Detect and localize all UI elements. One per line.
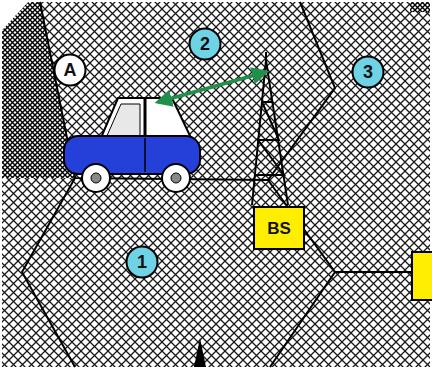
corner <box>2 2 28 30</box>
tower-tip <box>194 338 206 367</box>
car <box>64 98 200 192</box>
vehicle-label: A <box>53 53 87 87</box>
callout-circle-outline <box>127 247 158 278</box>
callout-number: A <box>64 61 77 79</box>
base-station-box: BS <box>253 206 305 250</box>
box-label: BS <box>267 220 291 237</box>
callout-circle-outline <box>353 57 384 88</box>
cell-number: 3 <box>351 55 385 89</box>
callout-circle-outline <box>55 55 86 86</box>
box-rect <box>254 207 304 249</box>
callout-number: 3 <box>363 63 373 81</box>
cell-borders <box>22 2 432 367</box>
callout-circle-outline <box>190 29 221 60</box>
dark-edge <box>410 2 430 12</box>
other-base-station <box>412 252 432 300</box>
cell-number: 2 <box>188 27 222 61</box>
callout-number: 2 <box>200 35 210 53</box>
radio-link-arrow <box>158 72 266 102</box>
cell-number: 1 <box>125 245 159 279</box>
callout-number: 1 <box>137 253 147 271</box>
